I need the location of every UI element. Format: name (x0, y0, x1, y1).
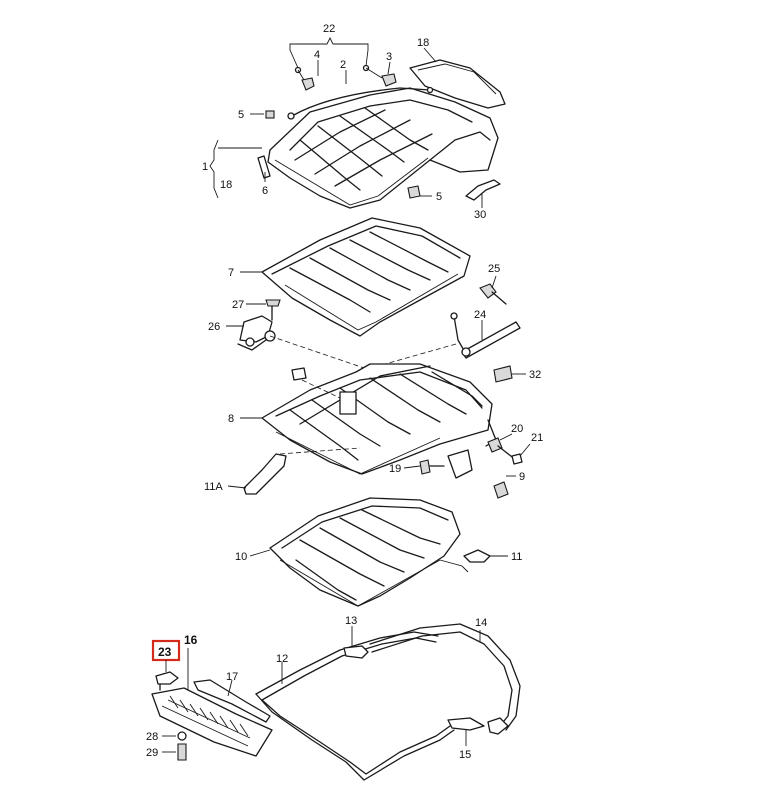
bolt-part-25 (479, 283, 507, 305)
strip-part-6 (257, 155, 271, 179)
callout-10: 10 (235, 551, 247, 563)
callout-6: 6 (262, 185, 268, 197)
callout-11a: 11A (204, 481, 223, 493)
callout-4: 4 (314, 49, 320, 61)
gas-strut-part-24 (450, 312, 521, 359)
clip-part-9 (493, 481, 509, 499)
small-part-near-8 (291, 367, 307, 381)
brace-1 (209, 139, 219, 199)
bolt-part-27 (265, 299, 281, 321)
callout-18-side: 18 (220, 179, 232, 191)
bolt-part-20 (487, 437, 517, 461)
guide-line (377, 343, 457, 367)
bolt-part-19 (419, 459, 445, 475)
callout-27: 27 (232, 299, 244, 311)
trim-strip-part-16 (151, 687, 273, 757)
strip-part-17 (193, 679, 271, 723)
callout-17: 17 (226, 671, 238, 683)
callout-5-upper: 5 (238, 109, 244, 121)
headliner-part-7 (261, 217, 471, 337)
screw-part-29 (177, 743, 187, 761)
clip-part-5-upper (265, 110, 275, 119)
callout-9: 9 (519, 471, 525, 483)
callout-18-top: 18 (417, 37, 429, 49)
soft-top-outer-assembly (257, 59, 506, 209)
callout-12: 12 (276, 653, 288, 665)
cap-part-23 (155, 671, 179, 685)
callout-30: 30 (474, 209, 486, 221)
callout-5-lower: 5 (436, 191, 442, 203)
callout-24: 24 (474, 309, 486, 321)
pad-part-32 (493, 365, 513, 383)
bracket-part-11 (463, 549, 491, 563)
callout-25: 25 (488, 263, 500, 275)
bracket-22 (289, 36, 369, 50)
hinge-part-26 (237, 315, 276, 351)
link-part-11a (243, 453, 287, 495)
seal-part-14 (369, 623, 521, 735)
callout-23: 23 (158, 645, 172, 659)
callout-15: 15 (459, 749, 471, 761)
rear-window-panel (409, 59, 506, 109)
bracket-part-30 (465, 179, 501, 201)
clip-part-3 (381, 73, 397, 87)
guide-line (269, 335, 371, 371)
callout-7: 7 (228, 267, 234, 279)
trim-panel-part-10 (269, 497, 461, 607)
seal-piece-part-13 (343, 645, 369, 659)
callout-26: 26 (208, 321, 220, 333)
callout-28: 28 (146, 731, 158, 743)
callout-19: 19 (389, 463, 401, 475)
callout-11: 11 (511, 551, 522, 563)
callout-32: 32 (529, 369, 541, 381)
callout-29: 29 (146, 747, 158, 759)
callout-13: 13 (345, 615, 357, 627)
callout-8: 8 (228, 413, 234, 425)
clip-part-4 (301, 77, 315, 91)
callout-1: 1 (202, 161, 208, 173)
clip-part-5-lower (407, 185, 421, 199)
callout-2: 2 (340, 59, 346, 71)
callout-3: 3 (386, 51, 392, 63)
nut-part-21 (511, 453, 523, 465)
washer-part-28 (177, 731, 187, 741)
seal-piece-part-15 (447, 717, 485, 731)
top-frame (267, 87, 499, 209)
guide-line (279, 447, 361, 455)
guide-line (301, 379, 341, 399)
callout-16: 16 (184, 633, 198, 647)
bracket-near-19 (447, 449, 473, 479)
callout-22: 22 (323, 23, 335, 35)
callout-14: 14 (475, 617, 487, 629)
main-frame-part-8 (261, 363, 497, 475)
callout-21: 21 (531, 432, 543, 444)
callout-20: 20 (511, 423, 523, 435)
